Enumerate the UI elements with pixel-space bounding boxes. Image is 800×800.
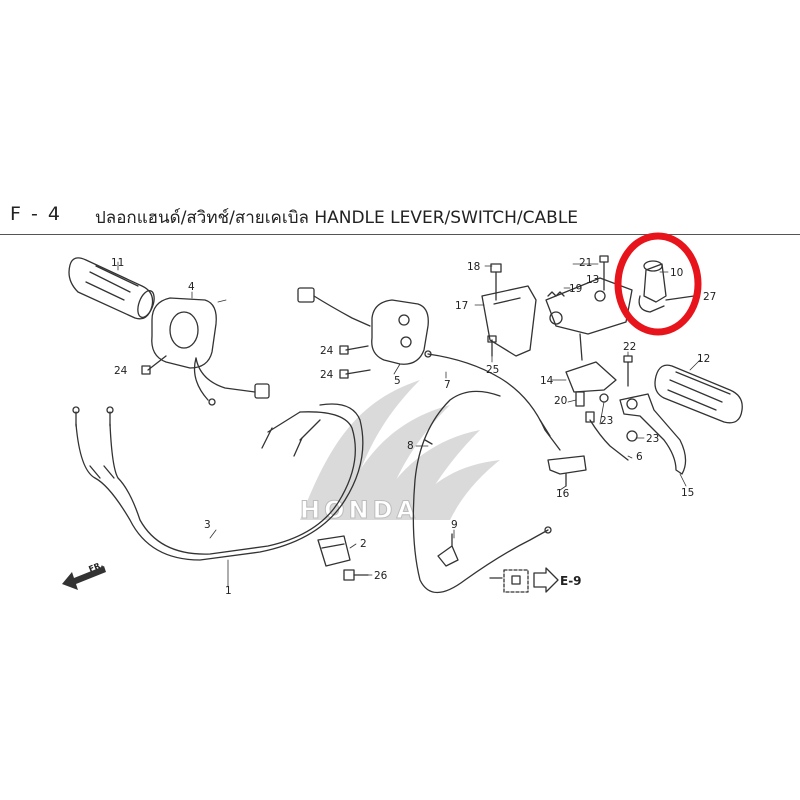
callout-16: 16 (556, 488, 570, 500)
switch-20 (575, 391, 585, 407)
cable-bracket-16 (547, 455, 587, 487)
e9-bolt (489, 569, 529, 593)
left-grip (68, 257, 155, 320)
callout-26: 26 (374, 570, 388, 582)
callout-23-lower: 23 (646, 433, 659, 445)
callout-21: 21 (579, 257, 592, 269)
nut-23-lower (626, 430, 638, 442)
cable-8 (412, 390, 552, 594)
callout-6: 6 (636, 451, 643, 463)
callout-1: 1 (225, 585, 232, 597)
right-switch-housing (371, 299, 429, 365)
switch-harness-6 (585, 411, 629, 461)
washer-23-upper (599, 393, 609, 403)
left-switch-housing (151, 297, 270, 406)
right-grip (654, 364, 743, 424)
spring-19 (547, 291, 565, 297)
callout-25: 25 (486, 364, 499, 376)
callout-14: 14 (540, 375, 554, 387)
reference-e9: E-9 (560, 574, 582, 588)
lever-holder-10 (638, 260, 667, 313)
callout-13: 13 (586, 274, 599, 286)
callout-7: 7 (444, 379, 451, 391)
bolt-24-mid (339, 345, 369, 355)
callout-22: 22 (623, 341, 636, 353)
callout-11: 11 (111, 257, 124, 269)
callout-15: 15 (681, 487, 694, 499)
screw-27 (665, 295, 695, 301)
bolt-26 (343, 569, 369, 581)
callout-24-mid: 24 (320, 345, 334, 357)
screw-21 (599, 255, 609, 291)
callout-24-lower: 24 (320, 369, 334, 381)
callout-19: 19 (569, 283, 582, 295)
throttle-cables (72, 403, 364, 561)
brake-lever-15 (619, 393, 687, 475)
clamp-2 (317, 535, 351, 567)
callout-8: 8 (407, 440, 414, 452)
callout-10: 10 (670, 267, 683, 279)
e9-arrow (533, 567, 559, 593)
bolt-18 (490, 263, 502, 301)
bolt-22 (623, 355, 633, 387)
callout-24-left: 24 (114, 365, 128, 377)
honda-logo-text: HONDA (300, 496, 419, 524)
callout-4: 4 (188, 281, 195, 293)
front-direction-arrow: FR. (62, 560, 106, 590)
callout-23-upper: 23 (600, 415, 613, 427)
callout-3: 3 (204, 519, 211, 531)
callout-27: 27 (703, 291, 716, 303)
bolt-24-lower (339, 369, 371, 379)
callout-18: 18 (467, 261, 480, 273)
bolt-25 (487, 335, 497, 357)
cable-bracket-9 (437, 533, 459, 567)
honda-wing-logo (300, 380, 500, 520)
title-bar: F - 4 ปลอกแฮนด์/สวิทช์/สายเคเบิล HANDLE … (0, 195, 800, 235)
callout-20: 20 (554, 395, 567, 407)
callout-9: 9 (451, 519, 458, 531)
switch-connector-right (297, 287, 371, 327)
section-title: ปลอกแฮนด์/สวิทช์/สายเคเบิล HANDLE LEVER/… (95, 208, 579, 228)
section-code: F - 4 (10, 203, 62, 225)
callout-5: 5 (394, 375, 401, 387)
lever-bracket-17 (481, 285, 537, 357)
bolt-24-left (141, 355, 167, 375)
master-cylinder-13 (545, 277, 633, 361)
callout-2: 2 (360, 538, 367, 550)
callout-labels: 1 2 3 4 5 6 7 8 9 10 11 12 13 14 15 16 1… (111, 257, 716, 597)
callout-17: 17 (455, 300, 468, 312)
cable-7 (424, 350, 561, 451)
title-divider (0, 234, 800, 235)
callout-12: 12 (697, 353, 710, 365)
highlight-circle (614, 232, 702, 336)
bracket-14 (565, 361, 617, 393)
